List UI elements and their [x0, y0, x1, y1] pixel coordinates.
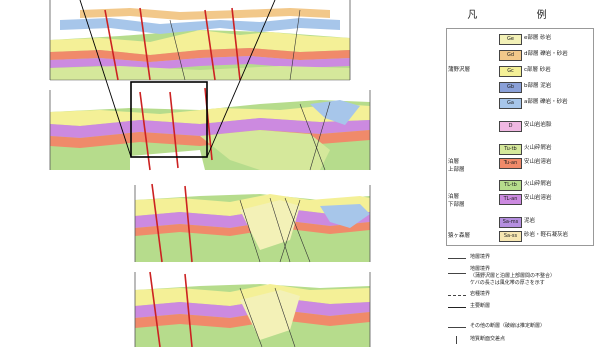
legend-symbol-label: 主要断層	[470, 303, 491, 309]
legend-group-label: 泊層 上部層	[448, 159, 465, 173]
legend-swatch: Sa-ss	[499, 231, 522, 242]
legend-unit-desc: d部層 礫岩・砂岩	[524, 51, 568, 57]
legend-swatch: Tu-tb	[499, 144, 522, 155]
boundary-line-icon	[448, 258, 466, 259]
legend-unit-desc: 砂岩・軽石凝灰岩	[524, 232, 569, 238]
legend-symbol-label: 地質断面交差点	[470, 336, 506, 342]
legend-swatch: Ga	[499, 98, 522, 109]
legend-group-label: 蒲野沢層	[448, 67, 471, 73]
legend-unit-desc: b部層 泥岩	[524, 83, 552, 89]
legend-swatch: TL-tb	[499, 180, 522, 191]
legend-swatch: Sa-ms	[499, 217, 522, 228]
legend-symbol-label: 地層境界	[470, 254, 491, 260]
legend-swatch: Gc	[499, 66, 522, 77]
legend-swatch: D	[499, 121, 522, 132]
minor-fault-line-icon	[448, 327, 466, 328]
legend-group-label: 猿ヶ森層	[448, 233, 471, 239]
unconformity-line-icon	[448, 273, 466, 274]
rock-boundary-line-icon	[448, 295, 466, 296]
legend-unit-desc: 火山砕屑岩	[524, 145, 552, 151]
cross-section-4	[134, 271, 371, 347]
cross-section-3	[134, 183, 371, 263]
legend-swatch: Gd	[499, 50, 522, 61]
legend-symbol-label: 岩種境界	[470, 291, 491, 297]
legend-unit-desc: e部層 砂岩	[524, 35, 552, 41]
zoom-callout	[79, 0, 276, 158]
legend-unit-desc: c部層 砂岩	[524, 67, 551, 73]
major-fault-line-icon	[448, 307, 466, 308]
cross-section-2	[49, 87, 371, 171]
legend-group-label: 泊層 下部層	[448, 194, 465, 208]
legend-swatch: Ge	[499, 34, 522, 45]
legend-unit-desc: 安山岩岩脈	[524, 122, 552, 128]
legend-unit-desc: 泥岩	[524, 218, 536, 224]
legend-symbol-label: 地層境界 （蒲野沢層と泊層上部層間の不整合） ケバの長さは風化帯の厚さを示す	[470, 266, 556, 286]
legend-swatch: TL-an	[499, 194, 522, 205]
legend-unit-desc: 火山砕屑岩	[524, 181, 552, 187]
legend-unit-desc: 安山岩溶岩	[524, 159, 552, 165]
cross-section-1	[49, 0, 351, 81]
legend-swatch: Tu-an	[499, 158, 522, 169]
legend-title: 凡 例	[467, 10, 575, 21]
legend-unit-desc: a部層 礫岩・砂岩	[524, 99, 568, 105]
section-intersection-icon	[456, 336, 457, 344]
legend-swatch: Gb	[499, 82, 522, 93]
legend-symbol-label: その他の断層（破線は推定断層）	[470, 323, 546, 329]
legend-unit-desc: 安山岩溶岩	[524, 195, 552, 201]
legend-frame	[446, 28, 594, 246]
